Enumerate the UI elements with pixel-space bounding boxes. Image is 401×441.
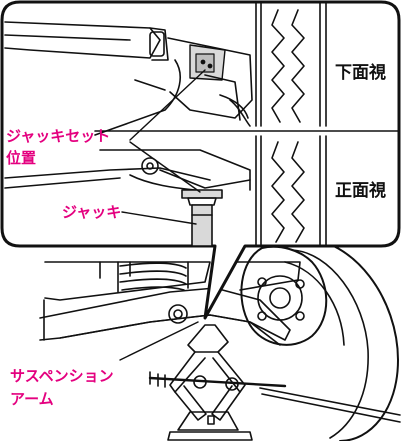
leader-jack-point [129, 69, 206, 141]
front-view-label: 正面視 [335, 181, 386, 201]
tire-section-top [255, 1, 327, 127]
jack-point-label-line1: ジャッキセット [6, 127, 111, 145]
suspension-arm-illustration [39, 261, 301, 346]
leader-suspension-arm [119, 321, 199, 361]
coil-spring-illustration [117, 261, 189, 293]
suspension-arm-label-line2: アーム [10, 390, 54, 408]
scissor-jack-illustration [148, 324, 401, 441]
jack-label: ジャッキ [62, 203, 122, 221]
bottom-view-illustration [4, 21, 253, 136]
callout-box [0, 0, 401, 320]
bottom-view-label: 下面視 [335, 63, 386, 83]
tire-section-bottom [255, 135, 327, 247]
jack-point-label-line2: 位置 [6, 149, 37, 167]
suspension-arm-label-line1: サスペンション [10, 367, 114, 385]
leader-jack-point-2 [129, 141, 201, 193]
leader-jack [121, 211, 197, 225]
front-view-illustration [4, 149, 251, 247]
